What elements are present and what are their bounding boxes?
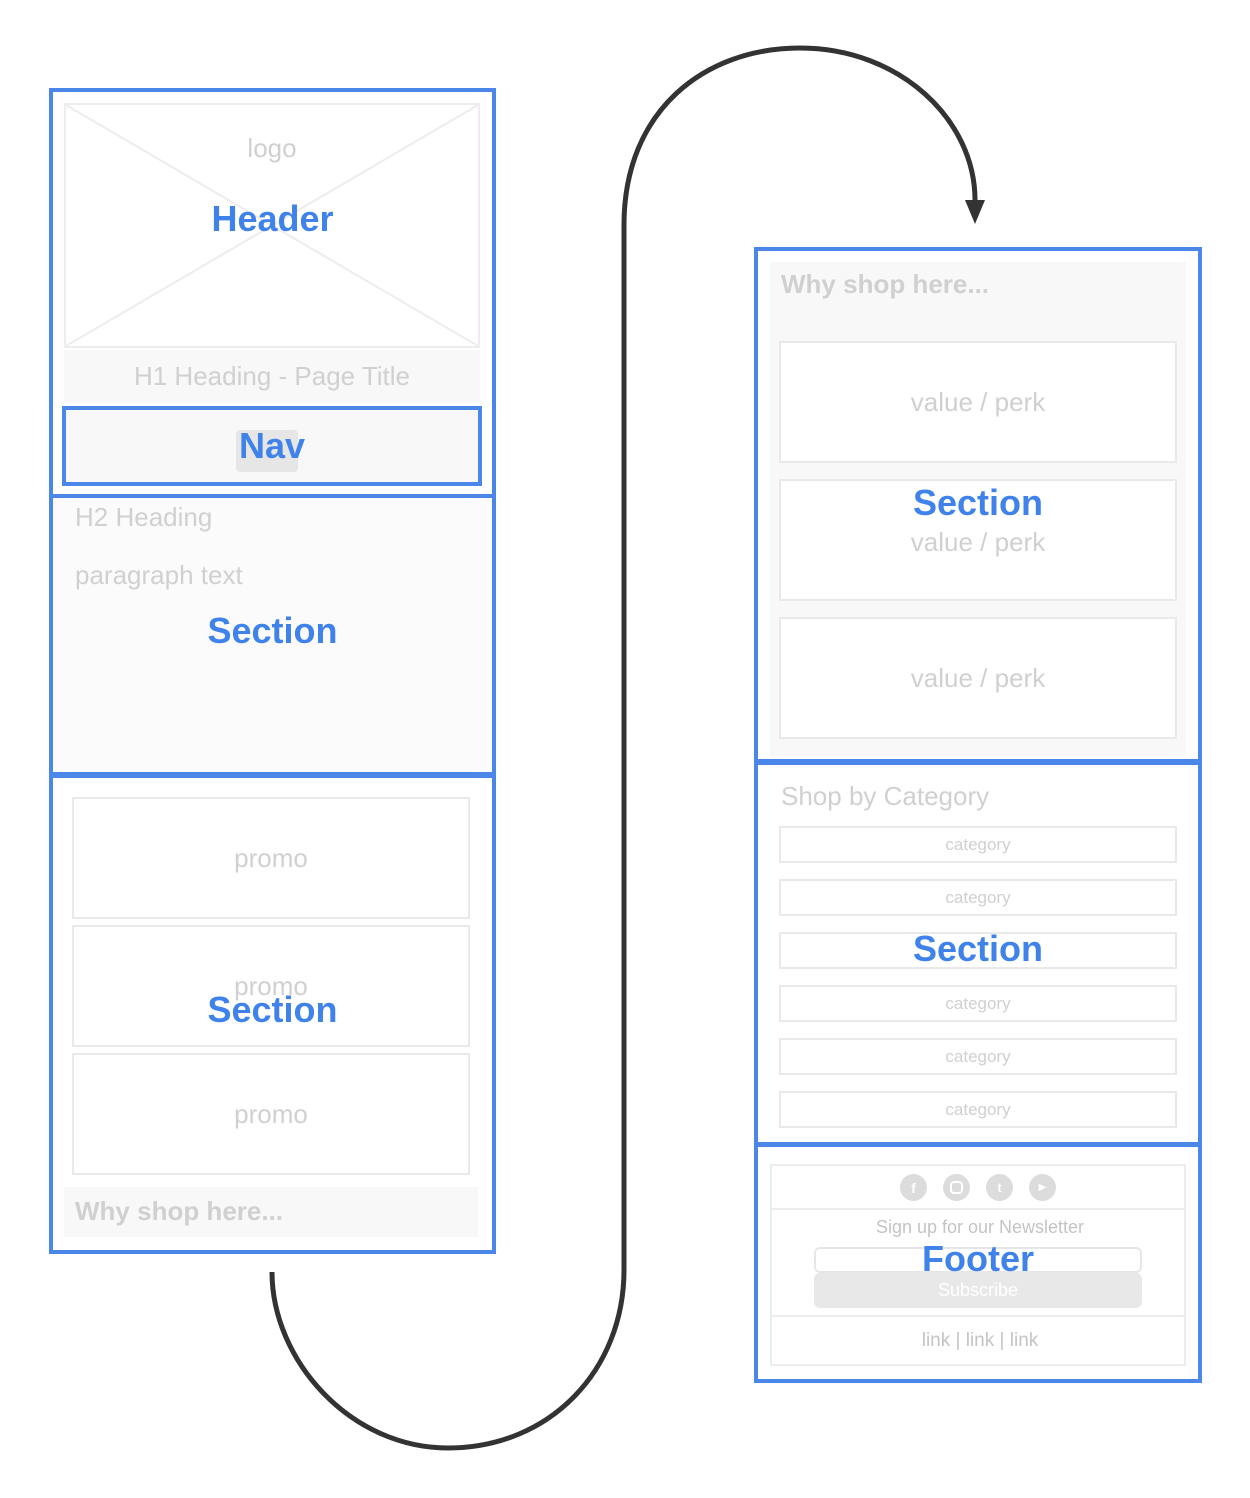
footer-link-2: link	[965, 1330, 995, 1351]
perk-box-2: value / perk	[779, 479, 1177, 601]
logo-placeholder: logo	[64, 103, 480, 348]
flow-arrow-path	[269, 45, 978, 1451]
nav-label: Nav	[238, 425, 306, 466]
promo-box-3: promo	[72, 1053, 470, 1175]
paragraph-text: paragraph text	[75, 560, 243, 590]
newsletter-email-input	[814, 1247, 1142, 1273]
why-section-frame	[754, 247, 1202, 765]
logo-text: logo	[247, 133, 297, 163]
perk-box-3: value / perk	[779, 617, 1177, 739]
intro-section-frame	[49, 494, 496, 778]
category-row: category	[779, 879, 1177, 916]
image-placeholder-x-icon	[66, 105, 478, 346]
newsletter-text: Sign up for our Newsletter	[875, 1217, 1085, 1237]
footer-label: Footer	[922, 1238, 1034, 1279]
h1-page-title: H1 Heading - Page Title	[64, 350, 480, 402]
footer-link-3: link	[1009, 1330, 1039, 1351]
why-section-heading: Why shop here...	[781, 269, 990, 299]
youtube-icon: ▶	[1029, 1174, 1056, 1201]
h2-heading: H2 Heading	[75, 502, 213, 532]
category-row: category	[779, 1038, 1177, 1075]
category-row: category	[779, 1091, 1177, 1128]
facebook-icon: f	[900, 1174, 927, 1201]
header-label: Header	[211, 198, 334, 239]
instagram-icon	[943, 1174, 970, 1201]
category-section-label: Section	[912, 928, 1044, 969]
promo-section-label: Section	[207, 989, 338, 1030]
category-row: category	[779, 826, 1177, 863]
promo-box-2: promo	[72, 925, 470, 1047]
intro-section-label: Section	[207, 610, 338, 651]
category-section-heading: Shop by Category	[781, 781, 990, 811]
footer-links: link | link | link	[770, 1330, 1190, 1352]
footer-inner	[770, 1164, 1186, 1366]
category-row: category	[779, 932, 1177, 969]
footer-link-separator: |	[999, 1330, 1005, 1351]
footer-link-1: link	[921, 1330, 951, 1351]
promo-section-frame	[49, 772, 496, 1254]
perk-box-2-text: value / perk	[910, 527, 1046, 557]
footer-frame	[754, 1142, 1202, 1383]
promo-box-1: promo	[72, 797, 470, 919]
footer-link-separator: |	[955, 1330, 961, 1351]
twitter-icon: t	[986, 1174, 1013, 1201]
perk-box-1: value / perk	[779, 341, 1177, 463]
footer-divider-bottom	[772, 1315, 1184, 1317]
nav-item-placeholder	[236, 430, 298, 472]
footer-divider-top	[772, 1208, 1184, 1210]
why-section-label: Section	[912, 482, 1044, 523]
subscribe-button: Subscribe	[814, 1273, 1142, 1308]
why-shop-strip: Why shop here...	[64, 1187, 478, 1237]
category-row: category	[779, 985, 1177, 1022]
flow-arrowhead	[965, 200, 985, 224]
